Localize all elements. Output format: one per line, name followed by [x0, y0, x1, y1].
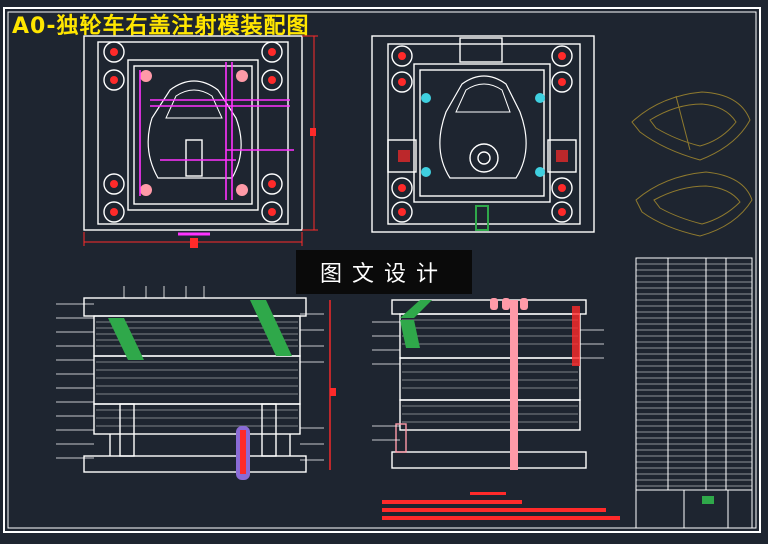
technical-requirements-bars — [382, 492, 620, 520]
section-view-right — [372, 298, 604, 470]
bolt-circles-left — [103, 41, 283, 223]
runner-lines — [139, 62, 294, 200]
drawing-border-inner — [7, 11, 757, 529]
drawing-border-outer — [3, 7, 761, 533]
drawing-title: A0-独轮车右盖注射模装配图 — [12, 14, 310, 39]
leader-lines-left — [56, 286, 324, 461]
parts-list-table — [635, 257, 753, 529]
top-right-plan-view — [371, 35, 595, 233]
top-left-plan-view — [83, 35, 318, 248]
watermark-stamp: 图文设计 — [296, 250, 472, 294]
bolt-circles-right — [391, 45, 573, 223]
section-view-left — [56, 286, 336, 480]
isometric-sketches — [631, 91, 753, 237]
